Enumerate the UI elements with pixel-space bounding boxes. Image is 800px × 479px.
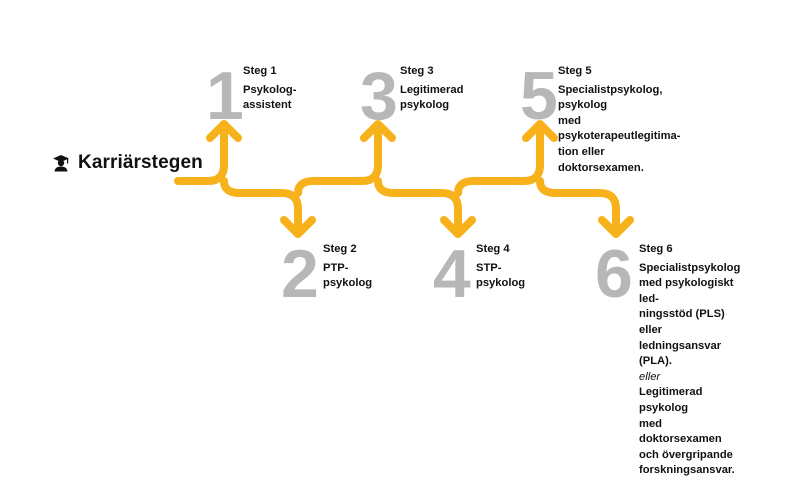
step-description-line: PTP-psykolog <box>323 261 373 290</box>
step-label: Steg 4 <box>476 243 510 255</box>
arrowhead-step-4 <box>440 216 476 238</box>
step-description-line: Psykolog- <box>243 83 297 96</box>
step-text: Steg 5 Specialistpsykolog, psykolog med … <box>558 64 680 176</box>
step-text: Steg 2 PTP-psykolog <box>323 242 372 292</box>
step-description-line: Legitimerad <box>400 83 464 96</box>
step-description-line: Specialistpsykolog, psykolog <box>558 83 663 112</box>
path-to-step-3 <box>294 124 382 197</box>
path-to-step-6 <box>536 177 620 232</box>
step-description-line: STP-psykolog <box>476 261 526 290</box>
arrowhead-step-3 <box>360 120 396 142</box>
step-alternative-line: med doktorsexamen <box>639 417 722 446</box>
step-alternative-line: forskningsansvar. <box>639 464 735 477</box>
step-alternative-line: och övergripande <box>639 448 733 461</box>
step-description-line: psykolog <box>400 99 450 112</box>
step-description-line: med psykoterapeutlegitima- <box>558 114 681 143</box>
step-text: Steg 1 Psykolog- assistent <box>243 64 296 114</box>
step-label: Steg 3 <box>400 65 434 77</box>
step-number: 5 <box>520 58 558 134</box>
step-number: 1 <box>206 58 244 134</box>
arrowhead-step-1 <box>206 120 242 142</box>
graduate-icon <box>53 155 69 172</box>
path-to-step-2 <box>220 177 302 232</box>
diagram-header: Karriärstegen <box>52 152 203 174</box>
step-alternative-word: eller <box>639 370 661 383</box>
career-path-diagram <box>30 120 634 238</box>
step-label: Steg 5 <box>558 65 592 77</box>
arrowhead-step-6 <box>598 216 634 238</box>
path-to-step-5 <box>454 124 544 197</box>
step-description-line: Specialistpsykolog <box>639 261 741 274</box>
page-title: Karriärstegen <box>78 152 203 173</box>
step-text: Steg 4 STP-psykolog <box>476 242 525 292</box>
path-to-step-1 <box>174 124 228 185</box>
step-description-line: ledningsansvar (PLA). <box>639 339 722 368</box>
step-label: Steg 1 <box>243 65 277 77</box>
step-number: 6 <box>595 236 633 312</box>
step-number: 3 <box>360 58 398 134</box>
step-number: 4 <box>433 236 471 312</box>
step-alternative-line: Legitimerad psykolog <box>639 386 703 414</box>
path-to-step-4 <box>374 177 462 232</box>
step-number: 2 <box>281 236 319 312</box>
arrowhead-step-2 <box>280 216 316 238</box>
step-description-line: assistent <box>243 99 292 112</box>
step-description-line: med psykologiskt led- <box>639 277 734 305</box>
step-label: Steg 2 <box>323 243 357 255</box>
step-description-line: tion eller doktorsexamen. <box>558 145 644 174</box>
arrowhead-step-5 <box>522 120 558 142</box>
step-description-line: ningsstöd (PLS) eller <box>639 308 725 336</box>
step-text: Steg 3 Legitimerad psykolog <box>400 64 463 114</box>
step-text: Steg 6 Specialistpsykolog med psykologis… <box>639 242 740 479</box>
step-label: Steg 6 <box>639 243 673 255</box>
